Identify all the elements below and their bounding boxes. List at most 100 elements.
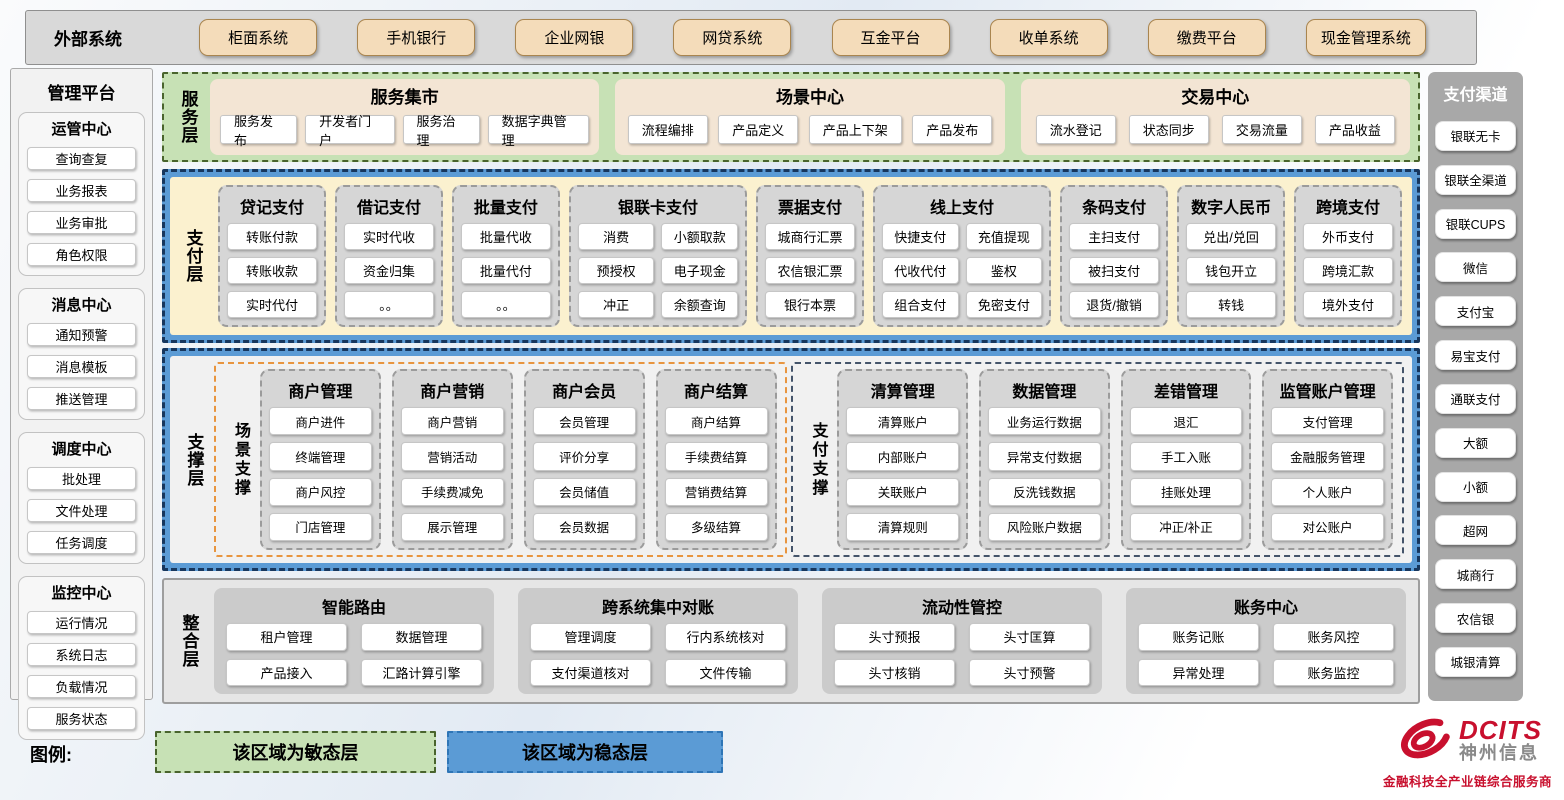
payment-column: 借记支付 实时代收 资金归集 。。	[334, 185, 443, 327]
integration-item-node: 头寸匡算	[969, 623, 1090, 651]
support-layer-inner: 支撑层 场景支撑 商户管理 商户进件 终端管理	[170, 356, 1412, 563]
payment-column-items: 快捷支付 充值提现 代收代付 鉴权 组合支付 免密支付	[882, 223, 1043, 318]
payment-item-node: 银行本票	[765, 291, 855, 318]
payment-item-node: 免密支付	[965, 291, 1043, 318]
payment-column: 条码支付 主扫支付 被扫支付 退货/撤销	[1060, 185, 1169, 327]
integration-item-node: 租户管理	[226, 623, 347, 651]
payment-column-title: 跨境支付	[1316, 200, 1381, 217]
integration-layer-label: 整合层	[179, 614, 199, 668]
payment-item-node: 城商行汇票	[765, 223, 855, 250]
logo-company: 神州信息	[1458, 743, 1539, 764]
management-group-title: 消息中心	[51, 297, 112, 314]
external-system-node: 手机银行	[357, 19, 476, 56]
legend-stable-box: 该区域为稳态层	[447, 731, 723, 773]
integration-item-node: 行内系统核对	[665, 623, 786, 651]
service-item-node: 产品定义	[718, 115, 799, 144]
channel-node: 城银清算	[1435, 646, 1516, 677]
integration-item-node: 异常处理	[1138, 658, 1259, 686]
integration-section: 跨系统集中对账 管理调度 行内系统核对 支付渠道核对 文件传输	[518, 588, 798, 694]
payment-column-title: 银联卡支付	[617, 200, 698, 217]
management-item-node: 服务状态	[27, 707, 136, 730]
payment-support-region: 支付支撑 清算管理 清算账户 内部账户	[791, 362, 1404, 557]
service-section-items: 流水登记 状态同步 交易流量 产品收益	[1031, 111, 1400, 148]
integration-item-node: 账务监控	[1273, 658, 1394, 686]
payment-layer-inner: 支付层 贷记支付 转账付款 转账收款 实时代付	[170, 177, 1412, 335]
scene-support-label: 场景支撑	[232, 421, 249, 498]
payment-column-title: 批量支付	[473, 200, 538, 217]
external-system-node: 现金管理系统	[1305, 19, 1426, 56]
integration-item-node: 管理调度	[530, 623, 651, 651]
payment-item-node: 消费	[577, 223, 655, 250]
service-section-items: 服务发布 开发者门户 服务治理 数据字典管理	[220, 111, 590, 148]
payment-column-items: 城商行汇票 农信银汇票 银行本票	[765, 223, 855, 318]
payment-column-title: 借记支付	[356, 200, 421, 217]
channel-node: 小额	[1435, 471, 1516, 502]
management-item-node: 运行情况	[27, 611, 136, 634]
integration-section-title: 账务中心	[1233, 600, 1298, 617]
payment-column-items: 主扫支付 被扫支付 退货/撤销	[1069, 223, 1160, 318]
support-item-node: 商户营销	[400, 407, 504, 436]
support-item-node: 关联账户	[846, 477, 960, 506]
management-item-node: 通知预警	[27, 323, 136, 346]
payment-item-node: 电子现金	[661, 257, 739, 284]
support-column-title: 商户管理	[288, 384, 353, 401]
support-column-title: 商户会员	[552, 384, 617, 401]
support-item-node: 会员管理	[532, 407, 636, 436]
service-layer-label: 服务层	[178, 90, 198, 144]
support-item-node: 多级结算	[664, 512, 768, 541]
integration-item-node: 汇路计算引擎	[361, 658, 482, 686]
payment-support-label: 支付支撑	[809, 421, 827, 498]
payment-item-node: 外币支付	[1303, 223, 1394, 250]
support-item-node: 个人账户	[1271, 477, 1384, 506]
service-item-node: 流水登记	[1035, 115, 1116, 144]
integration-layer: 整合层 智能路由 租户管理 数据管理 产品接入 汇路计算引擎	[162, 578, 1420, 704]
integration-item-node: 数据管理	[361, 623, 482, 651]
payment-item-node: 快捷支付	[882, 223, 959, 250]
payment-column: 票据支付 城商行汇票 农信银汇票 银行本票	[756, 185, 864, 327]
support-item-node: 手续费减免	[400, 477, 504, 506]
service-section: 交易中心 流水登记 状态同步 交易流量 产品收益	[1020, 79, 1410, 155]
channel-node: 超网	[1435, 515, 1516, 546]
payment-item-node: 实时代付	[227, 291, 317, 318]
service-sections: 服务集市 服务发布 开发者门户 服务治理 数据字典管理	[210, 79, 1410, 155]
service-item-node: 产品收益	[1314, 115, 1395, 144]
payment-column-title: 票据支付	[778, 200, 843, 217]
integration-section-items: 账务记账 账务风控 异常处理 账务监控	[1138, 623, 1394, 686]
payment-item-node: 转账收款	[227, 257, 317, 284]
support-item-node: 清算规则	[846, 512, 960, 541]
payment-column-items: 外币支付 跨境汇款 境外支付	[1303, 223, 1394, 318]
support-column-items: 清算账户 内部账户 关联账户 清算规则	[846, 407, 960, 541]
payment-item-node: 跨境汇款	[1303, 257, 1394, 284]
service-section: 场景中心 流程编排 产品定义 产品上下架 产品发布	[615, 79, 1005, 155]
logo-text: DCITS 神州信息	[1458, 714, 1542, 764]
support-item-node: 评价分享	[532, 442, 636, 471]
integration-item-node: 账务记账	[1138, 623, 1259, 651]
integration-item-node: 头寸预报	[834, 623, 955, 651]
payment-item-node: 批量代收	[460, 223, 551, 250]
channel-node: 微信	[1435, 252, 1516, 283]
payment-item-node: 钱包开立	[1186, 257, 1277, 284]
payment-column: 贷记支付 转账付款 转账收款 实时代付	[218, 185, 326, 327]
payment-item-node: 实时代收	[343, 223, 434, 250]
support-item-node: 展示管理	[400, 512, 504, 541]
channel-node: 银联CUPS	[1435, 208, 1516, 239]
support-column-title: 清算管理	[870, 384, 935, 401]
external-system-node: 企业网银	[515, 19, 634, 56]
external-system-node: 收单系统	[989, 19, 1108, 56]
channel-node: 银联无卡	[1435, 120, 1516, 151]
payment-column-title: 贷记支付	[239, 200, 304, 217]
support-item-node: 对公账户	[1271, 512, 1384, 541]
logo-brand: DCITS	[1458, 714, 1542, 745]
channel-node: 农信银	[1435, 603, 1516, 634]
integration-section: 账务中心 账务记账 账务风控 异常处理 账务监控	[1126, 588, 1406, 694]
support-item-node: 清算账户	[846, 407, 960, 436]
support-item-node: 业务运行数据	[988, 407, 1101, 436]
payment-column-items: 兑出/兑回 钱包开立 转钱	[1186, 223, 1277, 318]
support-item-node: 商户结算	[664, 407, 768, 436]
dcits-logo: DCITS 神州信息 金融科技全产业链综合服务商	[1383, 712, 1552, 790]
management-group-title: 运管中心	[51, 121, 112, 138]
integration-item-node: 头寸核销	[834, 658, 955, 686]
payment-item-node: 兑出/兑回	[1186, 223, 1277, 250]
external-system-node: 缴费平台	[1147, 19, 1266, 56]
payment-item-node: 组合支付	[882, 291, 959, 318]
